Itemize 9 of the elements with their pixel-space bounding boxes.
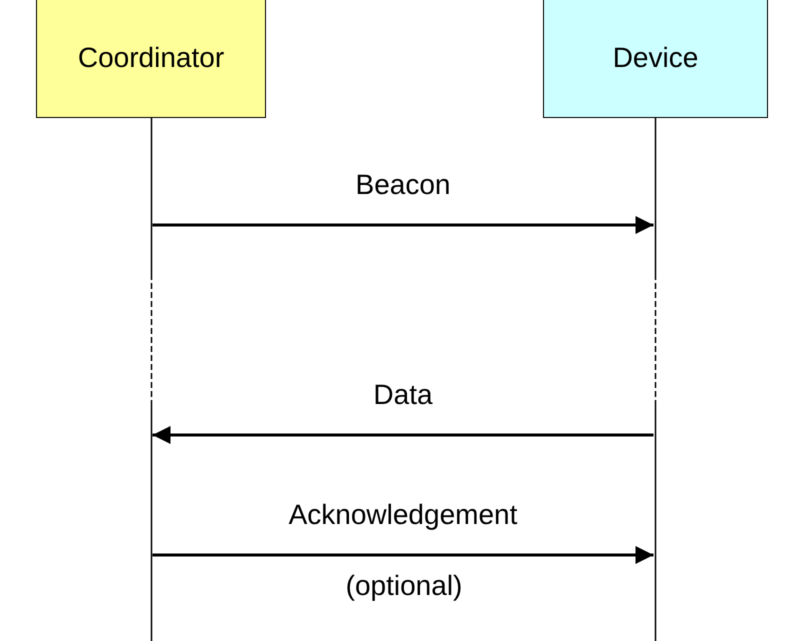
- message-arrow: [152, 216, 654, 234]
- actor-box: [543, 0, 768, 118]
- lifeline: [150, 118, 152, 641]
- message-arrow: [152, 546, 654, 564]
- actor-name: Coordinator: [78, 42, 224, 74]
- actor-box: [36, 0, 266, 118]
- lifeline: [654, 118, 656, 641]
- actor-name: Device: [612, 42, 698, 74]
- message-arrow: [152, 426, 654, 444]
